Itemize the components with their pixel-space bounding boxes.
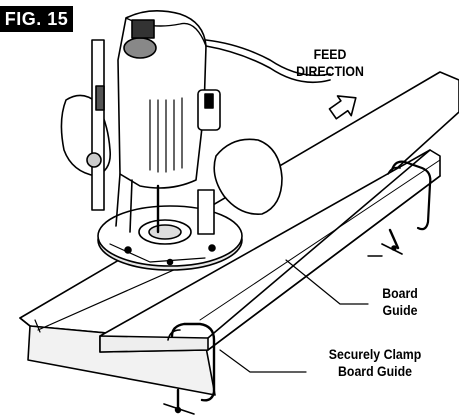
c-clamp <box>163 322 216 415</box>
feed-line-1: FEED <box>313 46 347 62</box>
figure-number-badge: FIG. 15 <box>0 6 73 32</box>
feed-line-2: DIRECTION <box>296 63 364 79</box>
clamp-line-2: Board Guide <box>338 363 412 379</box>
board-guide <box>99 149 441 353</box>
clamp-instruction-label: Securely Clamp Board Guide <box>309 346 441 380</box>
router-base <box>97 205 243 271</box>
c-clamp <box>367 160 432 257</box>
board-line-1: Board <box>382 285 418 301</box>
board-guide-label: Board Guide <box>365 285 435 319</box>
router-illustration <box>60 10 331 235</box>
clamp-line-1: Securely Clamp <box>328 346 422 362</box>
feed-arrow <box>328 95 357 120</box>
board-line-2: Guide <box>382 302 418 318</box>
feed-direction-label: FEED DIRECTION <box>277 46 383 80</box>
callout-leaders <box>219 259 369 373</box>
